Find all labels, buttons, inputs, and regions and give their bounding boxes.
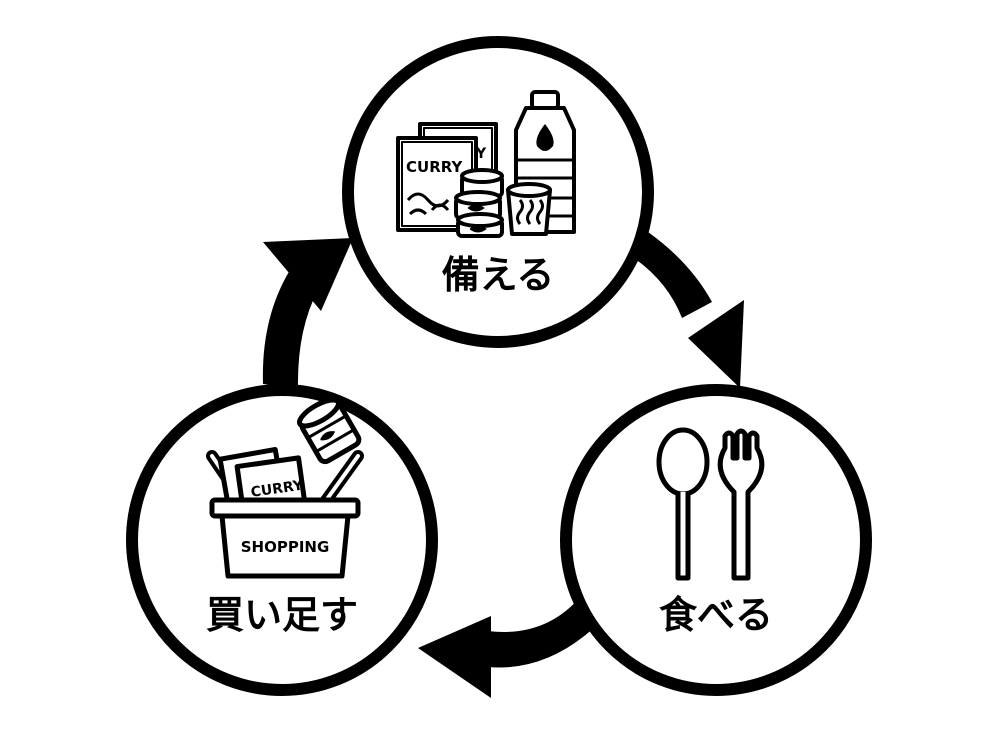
- basket-shopping-text: SHOPPING: [241, 538, 330, 556]
- instant-noodle-cup: [506, 182, 552, 236]
- node-prepare: RY CURRY: [342, 36, 654, 348]
- fork-icon: [717, 428, 765, 581]
- node-eat-label: 食べる: [659, 593, 773, 637]
- node-restock-label: 買い足す: [206, 593, 358, 637]
- flying-tin-can: [297, 397, 362, 465]
- node-prepare-label: 備える: [442, 253, 555, 297]
- cycle-arrows: [262, 232, 744, 698]
- curry-box-in-basket: CURRY: [217, 447, 308, 515]
- shopping-basket-icon: CURRY SHOPPING: [206, 397, 364, 579]
- node-eat: 食べる: [560, 384, 872, 696]
- spoon-fork-icon: [656, 427, 765, 581]
- basket-curry-text: CURRY: [250, 478, 305, 501]
- node-eat-circle: [560, 384, 872, 696]
- node-restock: CURRY SHOPPING 買い足す: [126, 384, 438, 696]
- curry-box-front-text: CURRY: [406, 158, 463, 176]
- arrow-prepare-to-eat: [634, 232, 744, 388]
- water-drop-icon: [536, 124, 554, 151]
- arrow-eat-to-restock: [418, 595, 596, 698]
- tin-cans: [454, 168, 504, 238]
- stockpile-icon: RY CURRY: [396, 90, 576, 238]
- arrow-restock-to-prepare: [262, 238, 353, 388]
- spoon-icon: [656, 427, 710, 581]
